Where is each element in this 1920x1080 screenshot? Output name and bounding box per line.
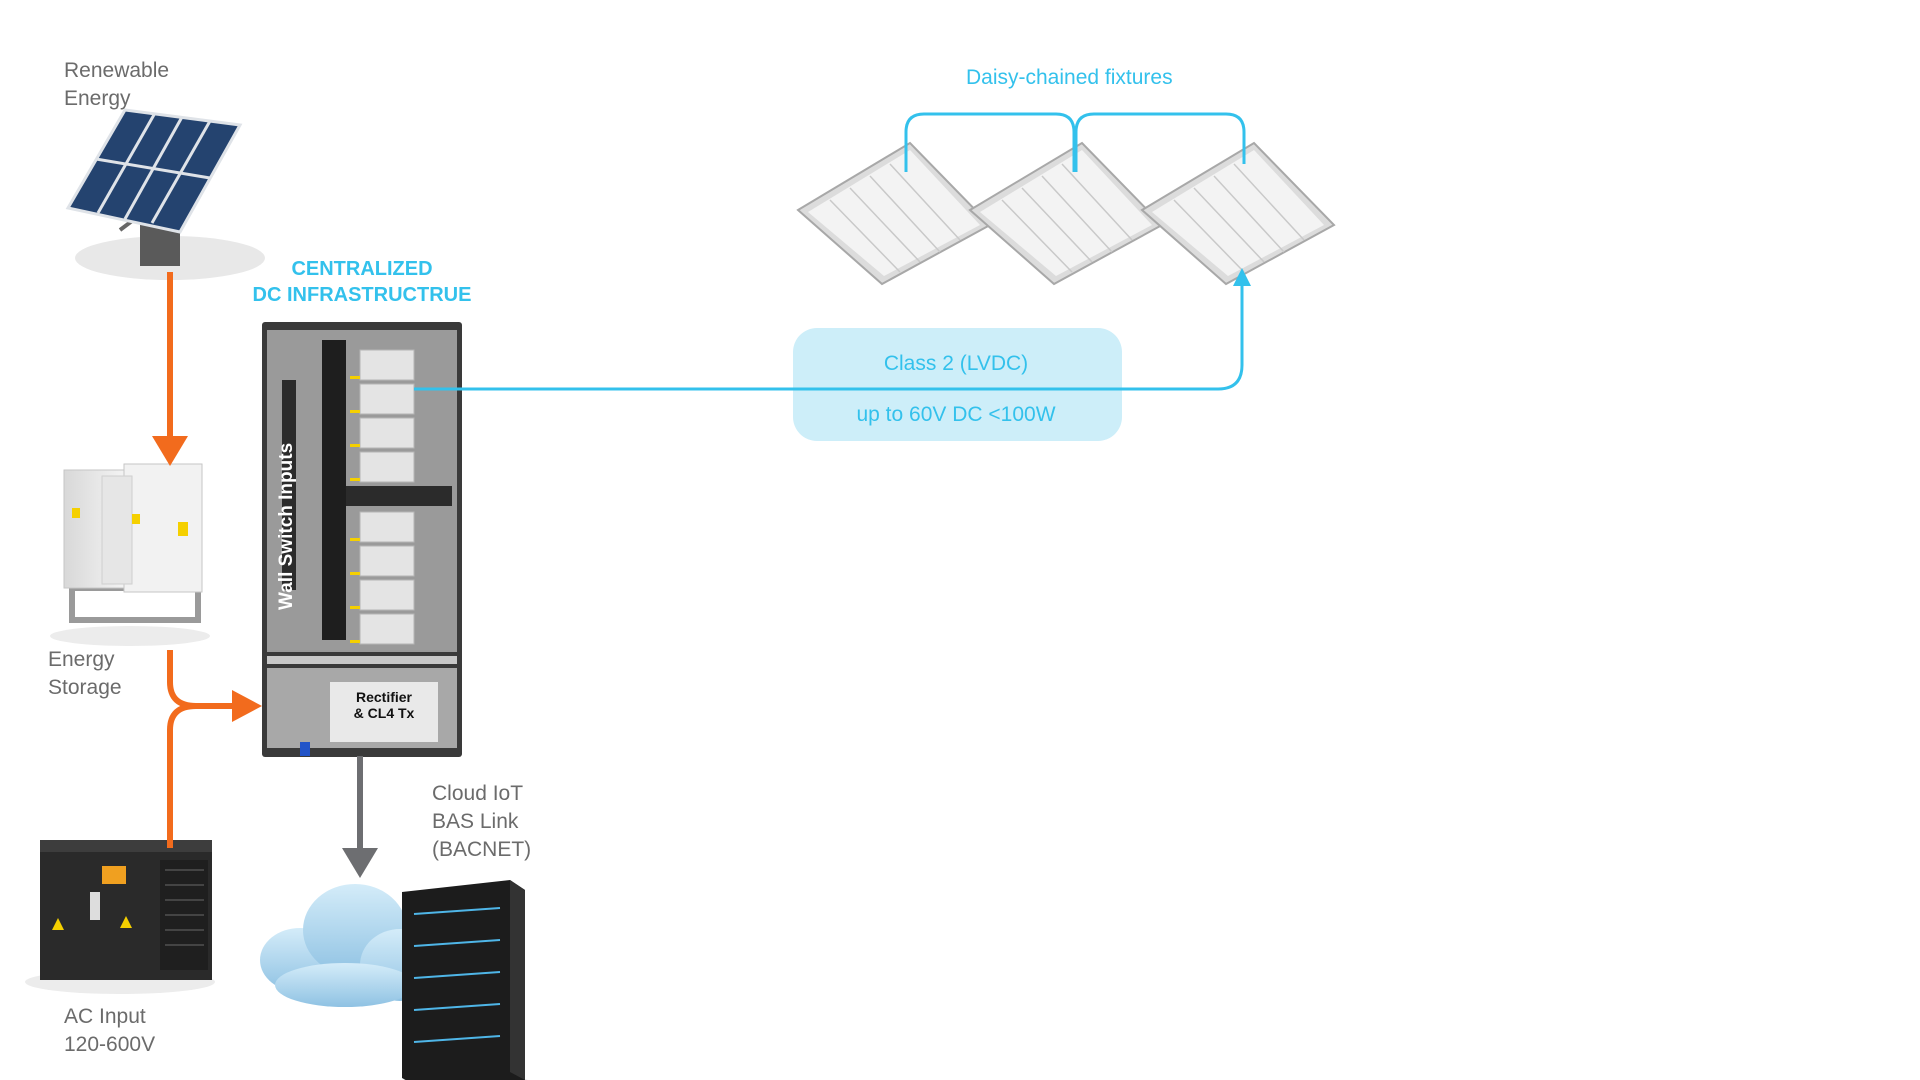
arrow-right-icon — [232, 690, 262, 722]
rectifier-label: Rectifier& CL4 Tx — [353, 689, 415, 721]
arrow-down-icon — [342, 848, 378, 878]
daisy-chain-lines — [904, 112, 1246, 172]
arrow-up-icon — [1233, 268, 1251, 286]
class2-label: Class 2 (LVDC) — [883, 352, 1029, 375]
status-led-icon — [300, 742, 310, 756]
wall-switch-inputs-label: Wall Switch Inputs — [276, 442, 297, 610]
arrow-down-icon — [152, 436, 188, 466]
light-fixture-2-icon — [968, 141, 1164, 286]
fixture-grid-pattern — [829, 163, 1305, 273]
dc-infrastructure-panel — [262, 322, 462, 757]
generator-icon — [25, 840, 215, 994]
power-flow-lines — [152, 272, 262, 848]
light-fixture-1-icon — [796, 141, 992, 286]
lvdc-line — [414, 268, 1251, 391]
energy-storage-cabinet-icon — [50, 463, 210, 646]
class2-bubble — [793, 328, 1122, 441]
solar-panel-icon — [65, 108, 265, 280]
data-link-line — [342, 756, 378, 878]
light-fixture-3-icon — [1140, 141, 1336, 286]
daisy-chained-label: Daisy-chained fixtures — [966, 66, 1173, 89]
voltage-label: up to 60V DC <100W — [856, 403, 1056, 426]
server-rack-icon — [402, 880, 528, 1080]
